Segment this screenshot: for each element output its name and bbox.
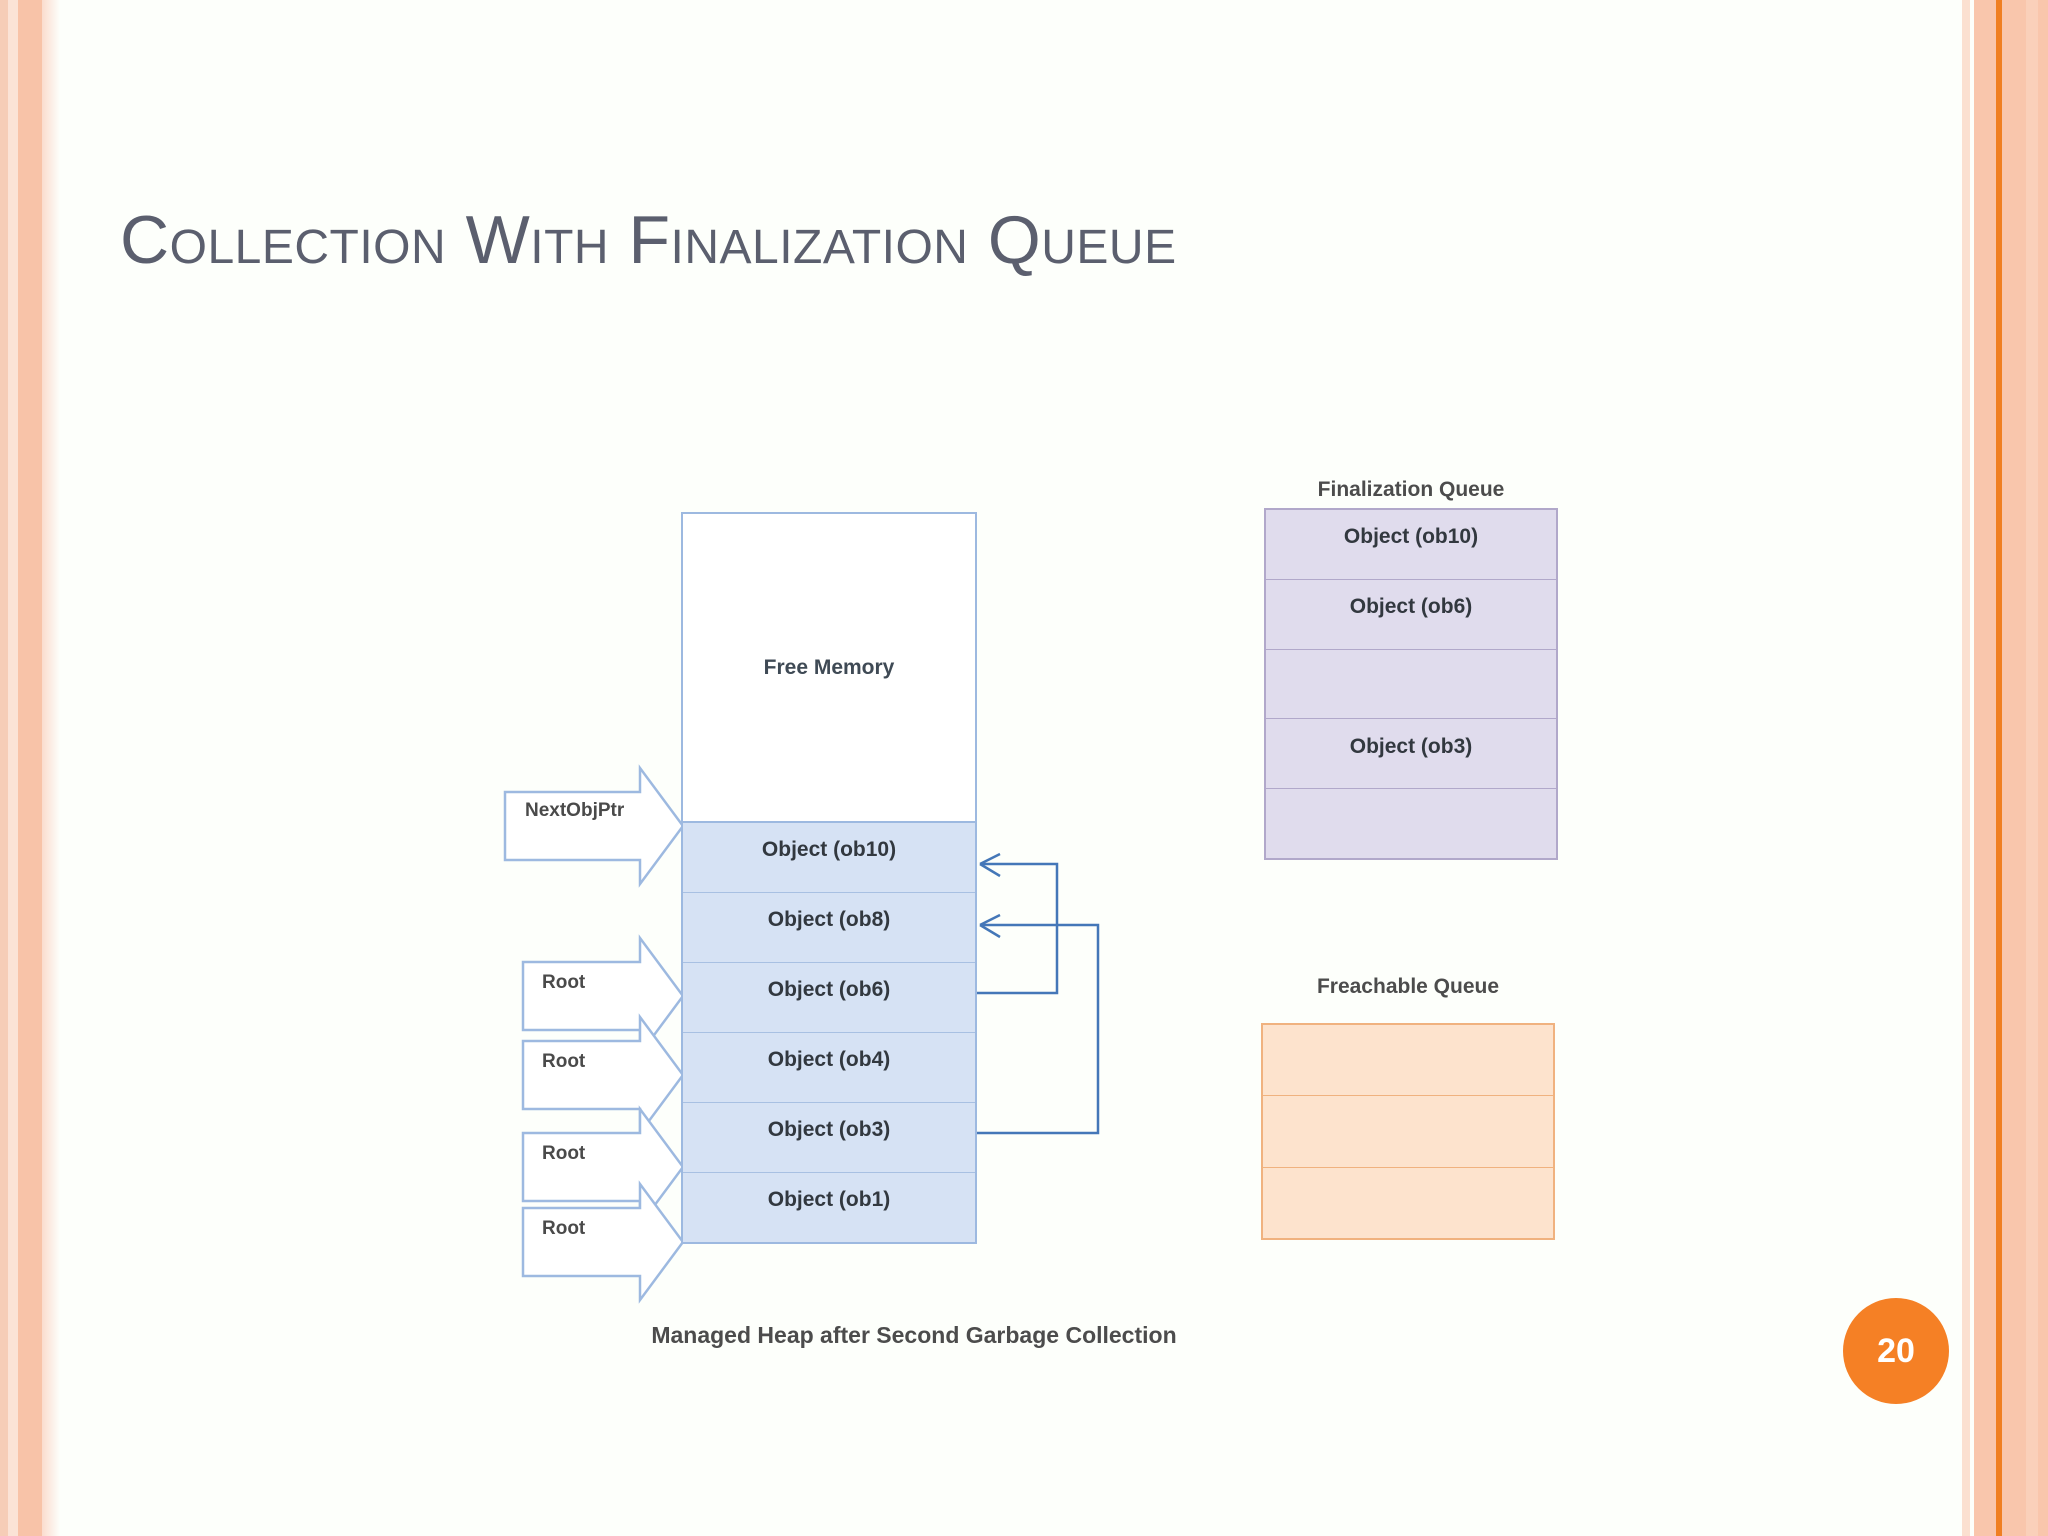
finalization-queue-cell — [1266, 650, 1556, 720]
finalization-queue-cell: Object (ob6) — [1266, 580, 1556, 650]
root-label-1: Root — [542, 972, 586, 993]
heap-object-stack: Object (ob10) Object (ob8) Object (ob6) … — [681, 823, 977, 1244]
heap-object-label: Object (ob3) — [767, 1117, 891, 1141]
finalization-queue-title: Finalization Queue — [1317, 478, 1505, 501]
root-label-2: Root — [542, 1051, 586, 1072]
pointer-label-root-3: Root — [542, 1143, 585, 1165]
heap-object-cell: Object (ob1) — [683, 1173, 975, 1242]
finalization-queue-cell-label: Object (ob10) — [1343, 525, 1479, 549]
heap-object-cell: Object (ob6) — [683, 963, 975, 1033]
root-arrow-1-shape — [521, 934, 685, 1058]
heap-object-label: Object (ob1) — [767, 1187, 891, 1211]
managed-heap-diagram: Free Memory Object (ob10) Object (ob8) O… — [681, 512, 977, 1244]
heap-object-label: Object (ob8) — [767, 907, 891, 931]
free-memory-label: Free Memory — [763, 655, 895, 679]
root-arrow-4-shape — [521, 1180, 685, 1304]
freachable-queue-cell — [1263, 1025, 1553, 1097]
heap-object-cell: Object (ob8) — [683, 893, 975, 963]
pointer-label-root-2: Root — [542, 1051, 585, 1073]
root-label-3: Root — [542, 1143, 586, 1164]
page-title: Collection With Finalization Queue — [120, 202, 1177, 278]
finalization-queue-box: Object (ob10) Object (ob6) Object (ob3) — [1264, 508, 1558, 860]
finalization-queue-cell-label: Object (ob3) — [1349, 734, 1473, 758]
root-label-4: Root — [542, 1218, 586, 1239]
nextobjptr-label: NextObjPtr — [525, 800, 625, 821]
heap-object-label: Object (ob6) — [767, 977, 891, 1001]
free-memory-block: Free Memory — [681, 512, 977, 823]
pointer-label-nextobjptr: NextObjPtr — [525, 800, 624, 822]
nextobjptr-arrow-shape — [503, 764, 685, 888]
diagram-caption-text: Managed Heap after Second Garbage Collec… — [651, 1322, 1177, 1348]
pointer-label-root-1: Root — [542, 972, 585, 994]
heap-object-cell: Object (ob4) — [683, 1033, 975, 1103]
page-number-label: 20 — [1877, 1331, 1915, 1370]
freachable-queue-cell — [1263, 1168, 1553, 1238]
freachable-queue-title: Freachable Queue — [1316, 975, 1500, 998]
finalization-queue-cell-label: Object (ob6) — [1349, 595, 1473, 619]
heap-object-cell: Object (ob10) — [683, 823, 975, 893]
finalization-queue-cell: Object (ob3) — [1266, 719, 1556, 790]
page-number-badge: 20 — [1843, 1298, 1949, 1404]
finalization-queue-cell: Object (ob10) — [1266, 510, 1556, 580]
heap-object-label: Object (ob10) — [761, 837, 897, 861]
root-arrow-2-shape — [521, 1013, 685, 1137]
heap-object-label: Object (ob4) — [767, 1047, 891, 1071]
freachable-queue-cell — [1263, 1096, 1553, 1168]
pointer-label-root-4: Root — [542, 1218, 585, 1240]
finalization-queue-cell — [1266, 789, 1556, 858]
diagram-caption: Managed Heap after Second Garbage Collec… — [0, 1322, 2048, 1349]
heap-object-cell: Object (ob3) — [683, 1103, 975, 1173]
freachable-queue-box — [1261, 1023, 1555, 1240]
